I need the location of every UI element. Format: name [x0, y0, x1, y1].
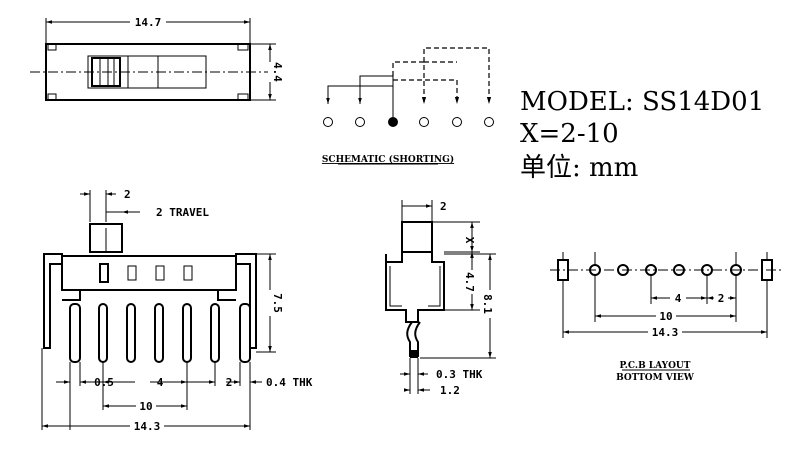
top-corner-tab [47, 93, 57, 101]
detent-slot [127, 265, 137, 281]
schematic-caption: SCHEMATIC (SHORTING) [322, 154, 454, 165]
dim-pcb-total: 14.3 [652, 326, 679, 339]
dim-pcb-span: 10 [659, 310, 672, 323]
model-unit: 单位: mm [520, 153, 638, 183]
terminal-common [388, 117, 398, 127]
dim-side-pin-thk: 0.3 THK [436, 368, 483, 381]
pcb-hole [617, 264, 629, 276]
top-view: 14.7 4.4 [30, 16, 284, 101]
schematic: SCHEMATIC (SHORTING) [322, 47, 494, 165]
pcb-caption-title: P.C.B LAYOUT [620, 361, 691, 371]
model-name: MODEL: SS14D01 [520, 87, 764, 117]
terminal-open [355, 117, 365, 127]
side-actuator [401, 221, 433, 253]
pin [98, 303, 108, 363]
terminal-open [323, 117, 333, 127]
dim-actuator-width: 2 [124, 188, 131, 201]
terminal-open [452, 117, 462, 127]
front-housing [61, 255, 237, 291]
dim-side-x: X [463, 237, 476, 244]
dim-side-pin-width: 1.2 [440, 384, 460, 397]
pin [69, 303, 81, 363]
dim-pcb-pitch-small: 2 [718, 292, 725, 305]
pin [182, 303, 192, 363]
model-x-range: X=2-10 [520, 119, 619, 149]
detent-slot [183, 265, 193, 281]
front-pins [69, 303, 251, 363]
pcb-layout: 4 2 10 14.3 P.C.B LAYOUT BOTTOM VIEW [550, 252, 784, 383]
pcb-hole [673, 264, 685, 276]
dim-pcb-pitch: 4 [675, 292, 682, 305]
terminal-open [484, 117, 494, 127]
front-view: 2 2 TRAVEL 7.5 0.5 4 2 0.4 THK 10 [41, 188, 313, 433]
top-corner-tab [47, 43, 57, 51]
side-pin-tip [410, 350, 418, 358]
dim-thickness: 0.4 THK [266, 376, 313, 389]
side-body [385, 251, 445, 323]
pin [239, 303, 251, 363]
dim-side-body-height: 4.7 [463, 272, 476, 292]
left-bracket [43, 254, 62, 349]
dim-top-length: 14.7 [135, 16, 162, 29]
side-view: 2 X 4.7 8.1 0.3 THK 1.2 [385, 200, 496, 397]
detent-slot [155, 265, 165, 281]
detent-slot [99, 263, 109, 283]
dim-side-actuator: 2 [440, 200, 447, 213]
dim-pitch: 4 [157, 376, 164, 389]
top-corner-tab [237, 93, 249, 101]
terminal-open [419, 117, 429, 127]
pin [210, 303, 220, 363]
dim-top-height: 4.4 [271, 62, 284, 82]
dim-total-width: 14.3 [134, 420, 161, 433]
dim-side-total-height: 8.1 [481, 294, 494, 314]
pin [126, 303, 136, 363]
dim-front-height: 7.5 [271, 293, 284, 313]
pcb-caption-subtitle: BOTTOM VIEW [616, 373, 695, 383]
dim-travel: 2 TRAVEL [156, 206, 209, 219]
dim-pin-span: 10 [139, 400, 152, 413]
pin [154, 303, 164, 363]
top-corner-tab [237, 43, 249, 51]
model-info: MODEL: SS14D01 X=2-10 单位: mm [520, 87, 764, 183]
